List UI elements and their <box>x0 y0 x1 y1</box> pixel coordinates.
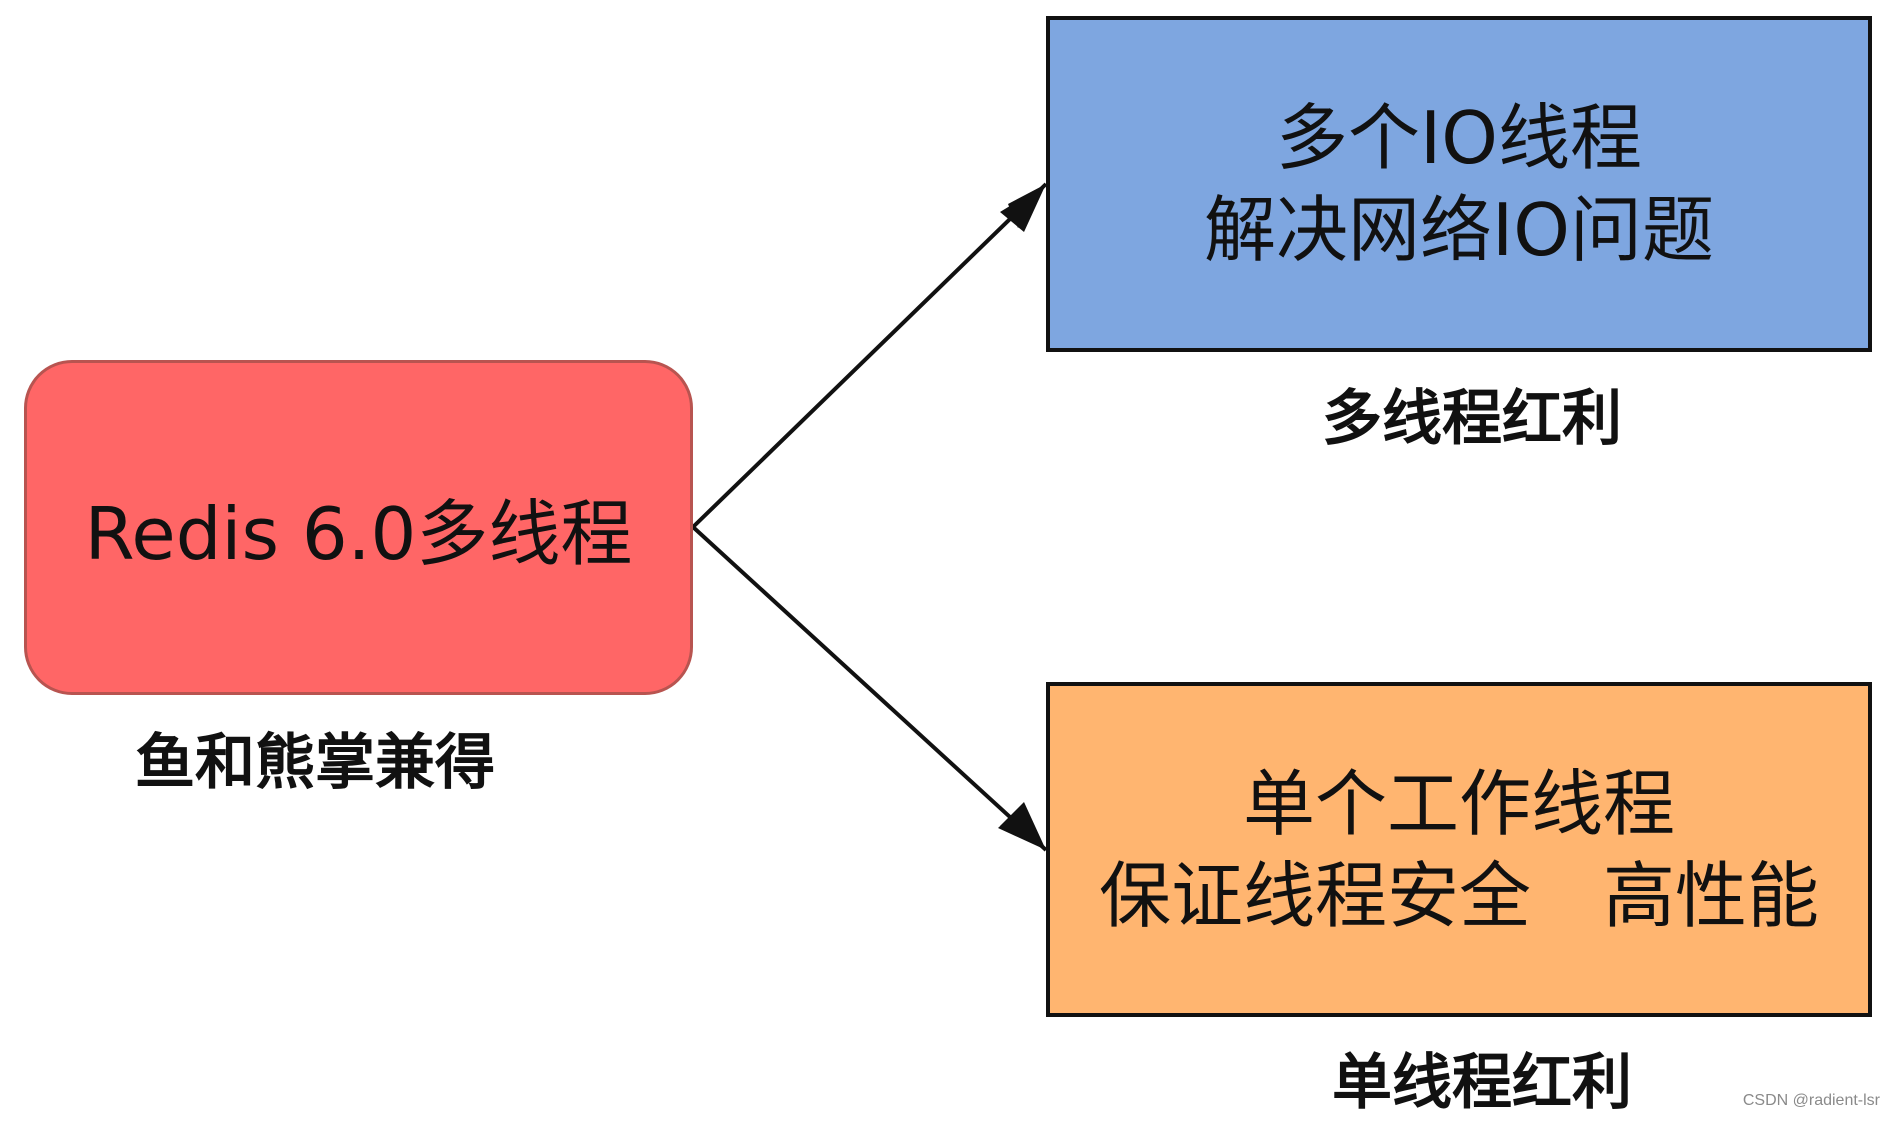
edge-redis-to-single <box>691 525 1048 852</box>
multi-thread-node: 多个IO线程 解决网络IO问题 <box>1046 16 1872 352</box>
single-thread-caption: 单线程红利 <box>1332 1048 1632 1118</box>
edge-redis-to-multi <box>691 182 1048 529</box>
redis-caption: 鱼和熊掌兼得 <box>135 728 495 798</box>
single-thread-node: 单个工作线程 保证线程安全 高性能 <box>1046 682 1872 1017</box>
multi-thread-line1: 多个IO线程 <box>1276 96 1642 180</box>
redis-node-label: Redis 6.0多线程 <box>84 492 633 576</box>
multi-thread-line2: 解决网络IO问题 <box>1204 188 1714 272</box>
single-thread-line1: 单个工作线程 <box>1242 761 1675 846</box>
redis-node: Redis 6.0多线程 <box>24 360 693 695</box>
single-thread-line2: 保证线程安全 高性能 <box>1098 853 1819 938</box>
watermark: CSDN @radient-lsr <box>1742 1092 1880 1109</box>
multi-thread-caption: 多线程红利 <box>1322 384 1622 454</box>
